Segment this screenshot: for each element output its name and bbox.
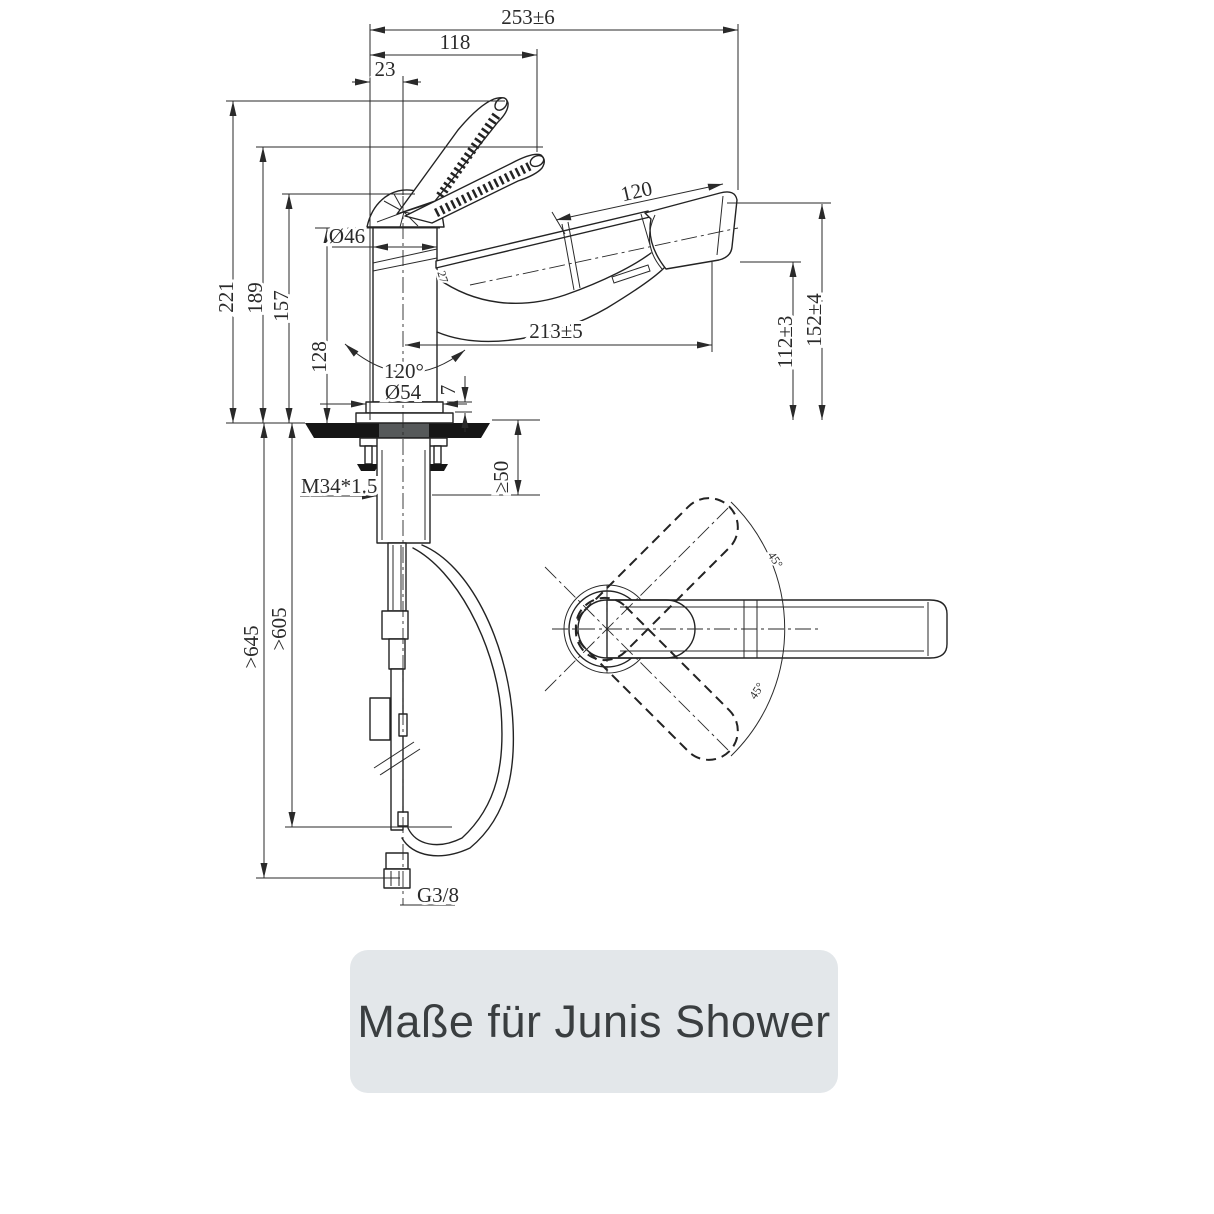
clamp-foot-left bbox=[357, 464, 379, 471]
base-flange-bottom bbox=[355, 412, 454, 424]
label-height-157: 157 bbox=[269, 290, 293, 322]
top-view-centerlines bbox=[544, 507, 818, 751]
connector-nut-upper bbox=[385, 852, 409, 870]
label-total-reach: 253±6 bbox=[501, 5, 555, 29]
swing-arc bbox=[730, 501, 786, 757]
handle-position-up bbox=[574, 497, 739, 662]
clamp-stud-left bbox=[364, 445, 373, 465]
label-spout-height: 152±4 bbox=[802, 293, 826, 347]
label-swing-down: 45° bbox=[746, 680, 767, 702]
clamp-stud-right bbox=[433, 445, 442, 465]
clamp-foot-right bbox=[426, 464, 448, 471]
label-handle-offset: 23 bbox=[375, 57, 396, 81]
supply-tube-lower bbox=[390, 668, 404, 831]
handle-plan-detail bbox=[620, 600, 929, 658]
label-handle-length: 118 bbox=[440, 30, 471, 54]
shank-thread bbox=[381, 450, 426, 540]
label-swing-up: 45° bbox=[765, 549, 786, 571]
label-hose-length: >645 bbox=[239, 625, 263, 668]
spout-top-edge bbox=[435, 210, 651, 269]
label-base-diameter: Ø54 bbox=[385, 380, 422, 404]
dim-arrows-d46 bbox=[373, 243, 437, 251]
label-spout-reach: 213±5 bbox=[529, 319, 583, 343]
supply-hex-fitting bbox=[381, 610, 409, 640]
label-outlet-height: 112±3 bbox=[773, 316, 797, 369]
label-mount-thread: M34*1.5 bbox=[301, 474, 377, 498]
pullout-hose-inner bbox=[407, 547, 503, 846]
spout-underside-outer bbox=[436, 267, 665, 342]
label-supply-thread: G3/8 bbox=[417, 883, 459, 907]
spray-head bbox=[644, 191, 738, 270]
handle-tip-down bbox=[529, 154, 545, 168]
dim-line-120 bbox=[555, 183, 724, 221]
spout-centerline bbox=[469, 227, 739, 286]
label-deck-thickness: ≥50 bbox=[489, 461, 513, 494]
dimension-labels: 253±6 118 23 120 221 189 157 128 213±5 1… bbox=[211, 2, 829, 910]
centerlines bbox=[402, 88, 739, 905]
supply-tube-lines bbox=[392, 545, 402, 610]
spout-button bbox=[611, 264, 651, 284]
label-height-221: 221 bbox=[214, 281, 238, 313]
mounting-shank bbox=[376, 437, 431, 544]
label-height-189: 189 bbox=[243, 282, 267, 314]
extension-lines bbox=[226, 24, 831, 879]
dimension-lines bbox=[229, 26, 826, 906]
swivel-collar bbox=[372, 248, 438, 272]
handle-position-down bbox=[574, 596, 739, 761]
label-height-128: 128 bbox=[307, 341, 331, 373]
spout-underside-inner bbox=[436, 252, 652, 304]
label-supply-length: >605 bbox=[267, 607, 291, 650]
top-view: 45° 45° bbox=[544, 497, 948, 761]
pullout-hose-outer bbox=[401, 544, 515, 857]
caption-text: Maße für Junis Shower bbox=[357, 995, 831, 1047]
check-valve bbox=[369, 697, 391, 741]
label-base-thickness: 7 bbox=[436, 385, 460, 396]
dim-arc-120deg bbox=[344, 343, 466, 374]
label-swivel-angle: 120° bbox=[384, 359, 424, 383]
countertop-shank-pass bbox=[379, 423, 429, 438]
handle-lever-up-knurl bbox=[436, 110, 502, 199]
label-head-length: 120 bbox=[618, 176, 654, 206]
pipe-break-symbol bbox=[373, 741, 421, 776]
wand-joint bbox=[561, 221, 581, 291]
label-body-diameter: Ø46 bbox=[329, 224, 365, 248]
caption-box: Maße für Junis Shower bbox=[350, 950, 838, 1093]
